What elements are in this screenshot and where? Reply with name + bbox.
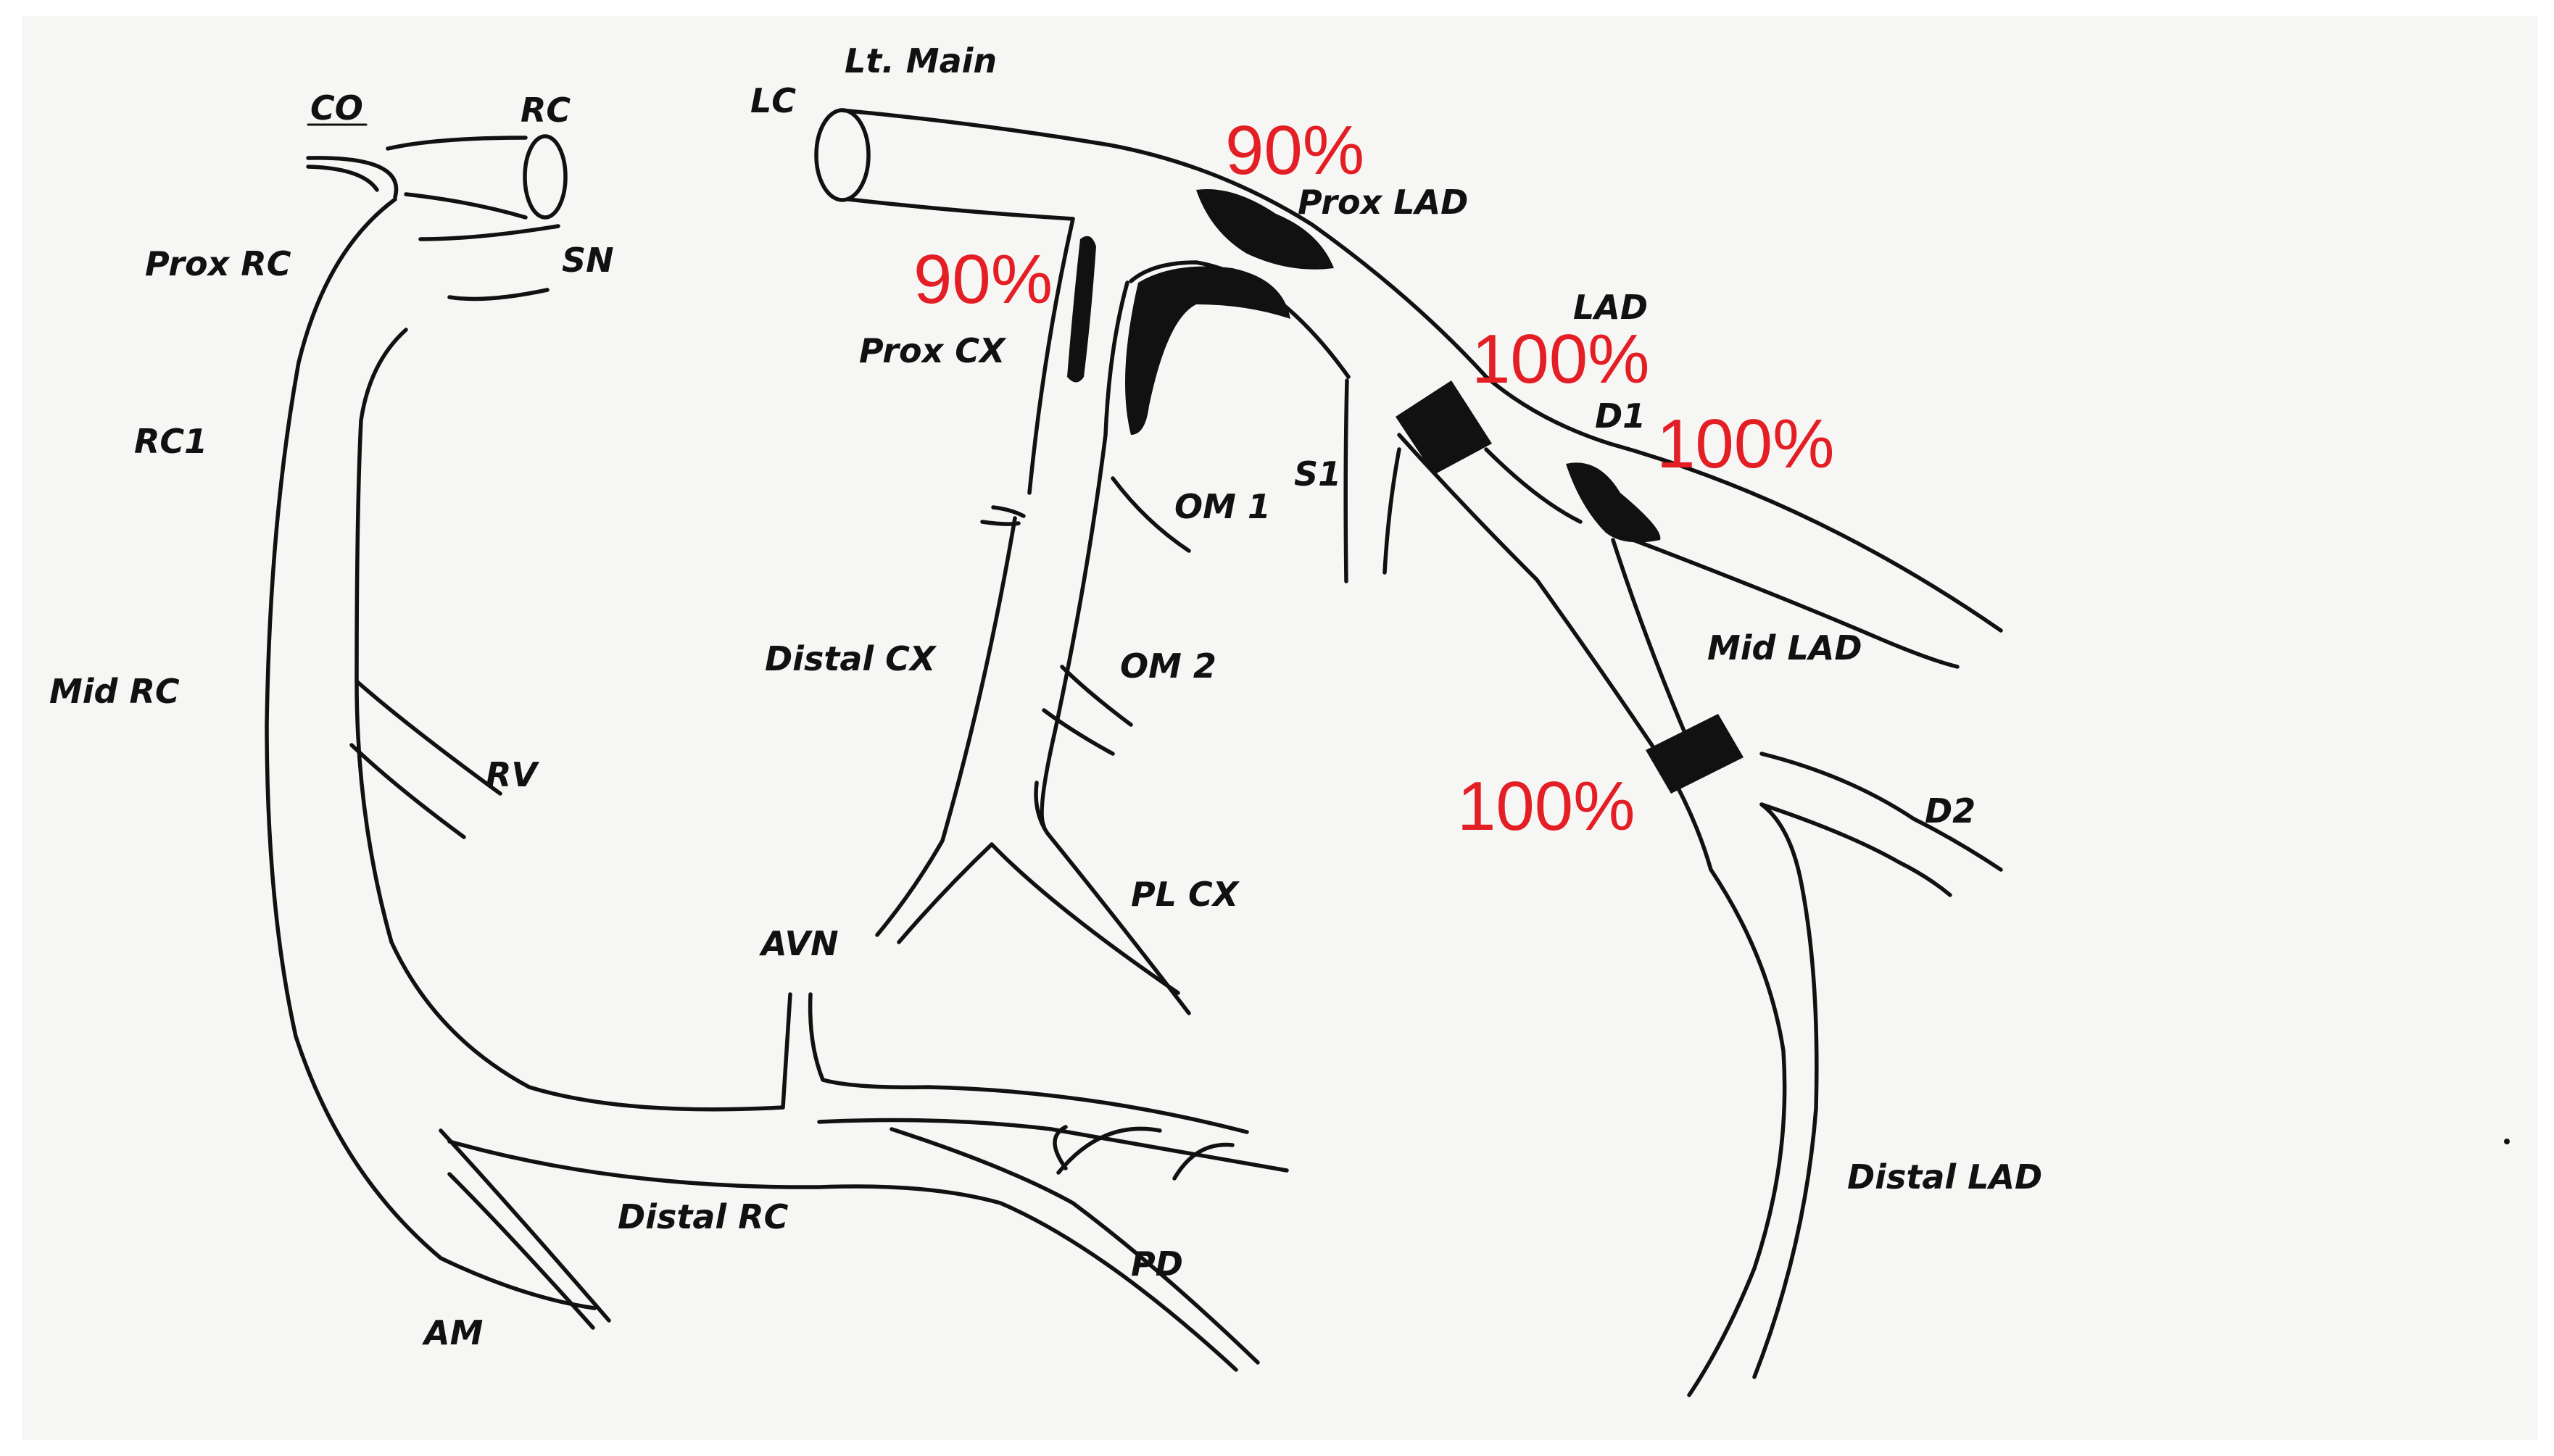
rc-ostium-top	[386, 136, 528, 151]
label-am: AM	[422, 1313, 483, 1352]
om1-stub-2	[991, 505, 1026, 518]
rv-branch-lower	[349, 743, 466, 839]
label-pd: PD	[1131, 1244, 1183, 1284]
stenosis-labels: 90% 90% 100% 100% 100%	[913, 112, 1835, 845]
am-branch-lower	[447, 1172, 595, 1330]
label-prox-lad: Prox LAD	[1298, 183, 1468, 222]
stenosis-prox-lad: 90%	[1225, 112, 1364, 189]
label-lc: LC	[750, 81, 796, 120]
pd-branch	[890, 1127, 1260, 1365]
avn-branch-right	[808, 992, 1249, 1134]
rc-inner-wall	[355, 328, 785, 1112]
stenosis-mid-lad: 100%	[1457, 767, 1635, 845]
sn-branch-lower	[447, 288, 550, 301]
label-distal-cx: Distal CX	[765, 639, 937, 678]
label-lt-main: Lt. Main	[845, 41, 997, 80]
label-prox-rc: Prox RC	[145, 244, 291, 283]
am-branch	[439, 1128, 611, 1323]
lesion-prox-lad	[1196, 188, 1334, 270]
stenosis-prox-cx: 90%	[913, 241, 1053, 318]
lad-top-wall	[839, 108, 2003, 633]
lesion-lad	[1396, 380, 1492, 475]
label-om2: OM 2	[1120, 646, 1216, 686]
label-prox-cx: Prox CX	[859, 331, 1007, 370]
sn-branch	[418, 224, 560, 241]
lesion-d1	[1566, 462, 1661, 543]
distal-lad-outer	[1687, 868, 1787, 1397]
label-om1: OM 1	[1174, 487, 1271, 526]
label-lad: LAD	[1573, 288, 1648, 327]
lesions	[1067, 188, 1744, 794]
label-rc: RC	[521, 91, 571, 130]
conus-branch-lower	[306, 165, 379, 192]
cx-outer-wall-lower	[875, 516, 1017, 937]
label-distal-rc: Distal RC	[618, 1197, 789, 1236]
label-d2: D2	[1925, 791, 1975, 831]
stenosis-d1: 100%	[1657, 405, 1835, 483]
s1-branch-right	[1382, 447, 1401, 575]
om2-branch	[1060, 665, 1133, 727]
d2-branch-top	[1759, 752, 2003, 872]
pd-twig-2	[1053, 1125, 1068, 1170]
label-rc1: RC1	[134, 422, 207, 461]
label-distal-lad: Distal LAD	[1847, 1157, 2042, 1197]
left-main-bottom	[846, 197, 1075, 221]
rv-branch	[355, 679, 502, 796]
lad-between	[1484, 447, 1583, 524]
d2-branch-bottom	[1759, 802, 1952, 897]
stenosis-lad: 100%	[1472, 320, 1650, 398]
lesion-prox-cx-b	[1125, 266, 1290, 435]
pd-twig-1	[1056, 1126, 1162, 1175]
label-sn: SN	[562, 241, 614, 280]
om1-stub	[980, 520, 1021, 526]
avn-branch-left	[781, 992, 792, 1110]
d1-lower-wall	[1622, 534, 1960, 669]
label-co: CO	[310, 88, 363, 128]
conus-branch	[306, 156, 399, 199]
s1-branch	[1343, 378, 1349, 583]
label-mid-lad: Mid LAD	[1707, 628, 1862, 667]
label-rv: RV	[486, 755, 539, 794]
label-s1: S1	[1294, 454, 1341, 494]
distal-rc-lower	[447, 1139, 1238, 1372]
om1-branch	[1111, 476, 1191, 553]
posterolateral-branch	[817, 1118, 1289, 1173]
label-mid-rc: Mid RC	[49, 672, 180, 711]
rc-ostium-bottom	[404, 192, 528, 220]
label-d1: D1	[1595, 396, 1646, 436]
lesion-prox-cx-a	[1067, 236, 1096, 383]
distal-cx-left	[897, 842, 994, 944]
vessel-labels: CO RC LC Lt. Main Prox RC SN RC1 Mid RC …	[49, 41, 2042, 1352]
rc-ostium	[523, 134, 568, 220]
ink-dot	[2504, 1139, 2510, 1144]
pl-cx-branch	[990, 842, 1180, 995]
right-coronary-system	[265, 134, 1289, 1372]
lad-lower-wall	[1397, 433, 1713, 872]
pl-cx-branch-lower	[1034, 781, 1191, 1015]
label-avn: AVN	[759, 924, 839, 963]
label-pl-cx: PL CX	[1131, 875, 1240, 914]
distal-lad-inner	[1752, 802, 1819, 1379]
rc-outer-wall	[265, 197, 597, 1310]
cx-inner-wall-2	[1040, 280, 1129, 828]
om2-branch-lower	[1042, 708, 1115, 756]
lesion-mid-lad	[1646, 714, 1744, 794]
cx-outer-wall	[1027, 217, 1075, 495]
pd-twig-3	[1172, 1142, 1235, 1181]
